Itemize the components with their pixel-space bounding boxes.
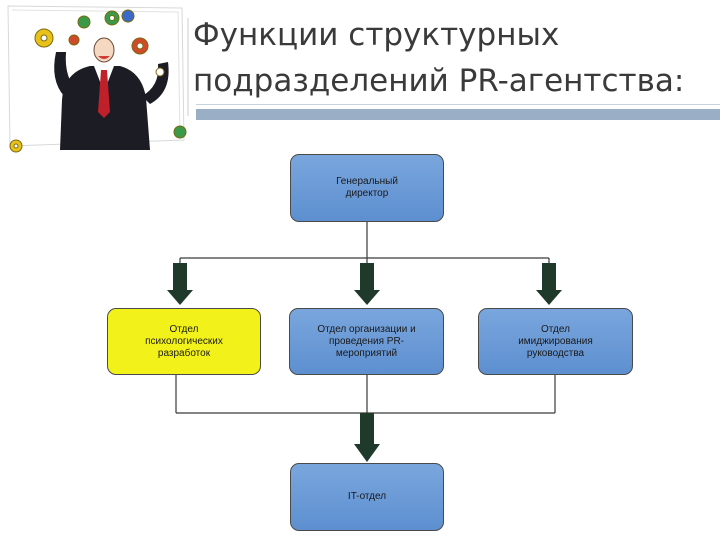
node-psych-department-label: Отдел психологических разработок xyxy=(145,323,223,359)
node-events-department-label: Отдел организации и проведения PR- мероп… xyxy=(317,323,416,359)
node-general-director-label: Генеральный директор xyxy=(336,176,398,199)
page-title: Функции структурных подразделений PR-аге… xyxy=(193,12,713,104)
node-psych-department: Отдел психологических разработок xyxy=(107,308,261,375)
node-image-department: Отдел имиджирования руководства xyxy=(478,308,633,375)
arrow-to-it xyxy=(354,413,380,462)
arrow-to-psych xyxy=(167,263,193,305)
node-it-department: IT-отдел xyxy=(290,463,444,531)
businessman-gears-clipart xyxy=(7,5,187,153)
arrow-to-image xyxy=(536,263,562,305)
title-line-1: Функции структурных xyxy=(193,17,560,53)
gear-icon xyxy=(9,9,187,153)
title-line-2: подразделений PR-агентства: xyxy=(193,63,685,99)
node-image-department-label: Отдел имиджирования руководства xyxy=(518,323,593,359)
arrow-to-events xyxy=(354,263,380,305)
node-it-department-label: IT-отдел xyxy=(347,491,387,502)
title-underline-bar xyxy=(196,109,720,120)
node-events-department: Отдел организации и проведения PR- мероп… xyxy=(289,308,444,375)
title-divider xyxy=(187,18,189,116)
title-underline-thin xyxy=(196,104,720,105)
node-general-director: Генеральный директор xyxy=(290,154,444,222)
